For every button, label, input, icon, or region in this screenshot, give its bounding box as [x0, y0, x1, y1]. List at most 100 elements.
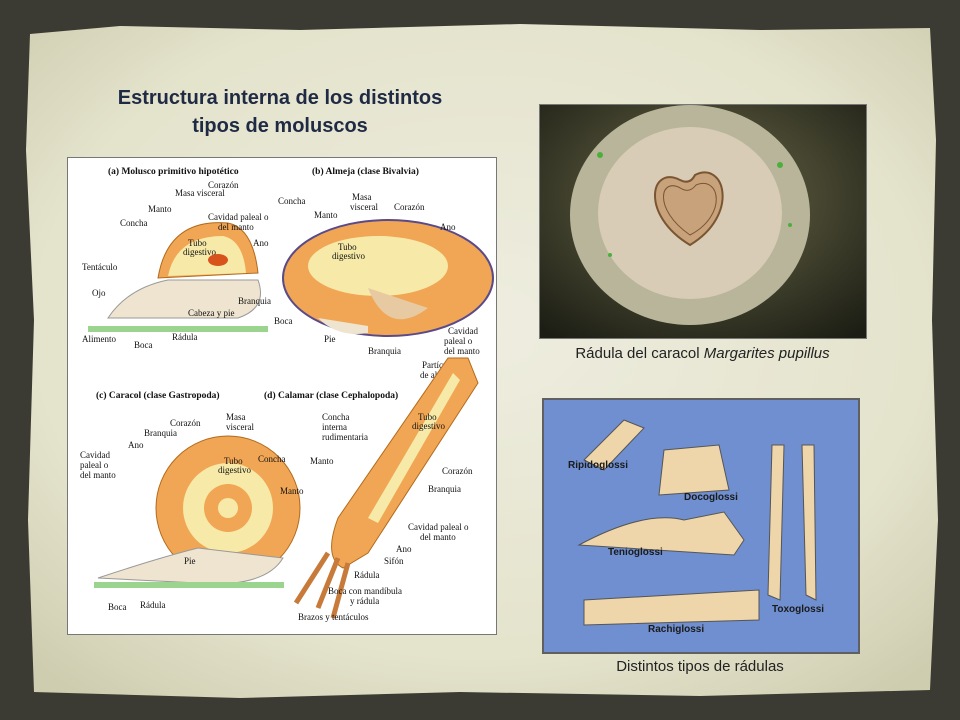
label-paleal-c: paleal o: [80, 460, 109, 470]
label-mandibula-d: y rádula: [350, 596, 379, 606]
panel-c-whorl-3: [218, 498, 238, 518]
mollusc-anatomy-figure: (a) Molusco primitivo hipotético Masa vi…: [67, 157, 497, 635]
anatomy-svg: (a) Molusco primitivo hipotético Masa vi…: [80, 166, 494, 622]
toxoglossi-shape-1: [767, 444, 785, 601]
label-ripidoglossi: Ripidoglossi: [568, 460, 628, 471]
title-line-2: tipos de moluscos: [192, 115, 368, 137]
label-delmanto-d: del manto: [420, 532, 456, 542]
label-concha-b: Concha: [278, 196, 306, 206]
label-tubo-b: Tubo: [338, 242, 357, 252]
label-branquia-c: Branquia: [144, 428, 177, 438]
panel-a-visceral-mass: [168, 236, 246, 276]
radula-photo: [539, 104, 867, 339]
panel-b-foot: [318, 318, 368, 334]
label-cavidad-b: Cavidad: [448, 326, 478, 336]
label-delmanto-b: del manto: [444, 346, 480, 356]
label-rudimentaria-d: rudimentaria: [322, 432, 368, 442]
radula-types-caption: Distintos tipos de rádulas: [616, 658, 784, 675]
panel-b-gills: [368, 288, 428, 320]
label-ano-a: Ano: [253, 238, 269, 248]
rachiglossi-shape: [583, 589, 760, 626]
label-visceral-b: visceral: [350, 202, 378, 212]
label-tubo-c: Tubo: [224, 456, 243, 466]
label-corazon-d: Corazón: [442, 466, 473, 476]
photo-caption-species: Margarites pupillus: [703, 345, 830, 362]
panel-a-ground: [88, 326, 268, 332]
label-branquia-b: Branquia: [368, 346, 401, 356]
label-interna-d: interna: [322, 422, 347, 432]
label-cavidad-a2: del manto: [218, 222, 254, 232]
label-tubo-d: Tubo: [418, 412, 437, 422]
tenioglossi-shape: [577, 511, 745, 556]
panel-c-ground: [94, 582, 284, 588]
label-manto-c: Manto: [280, 486, 304, 496]
panel-d-internal-shell: [368, 373, 460, 523]
label-tenioglossi: Tenioglossi: [608, 547, 663, 558]
label-toxoglossi: Toxoglossi: [772, 604, 824, 615]
label-digestivo-d: digestivo: [412, 421, 445, 431]
radula-types-svg: Ripidoglossi Docoglossi Tenioglossi Toxo…: [568, 419, 824, 635]
label-concha-c: Concha: [258, 454, 286, 464]
label-ano-b: Ano: [440, 222, 456, 232]
toxoglossi-shape-2: [801, 444, 817, 601]
label-radula-c: Rádula: [140, 600, 166, 610]
label-masa-visceral-a: Masa visceral: [175, 188, 225, 198]
label-particulas-b: Partículas: [422, 360, 458, 370]
label-corazon-c: Corazón: [170, 418, 201, 428]
label-masa-b: Masa: [352, 192, 372, 202]
label-tentaculo-a: Tentáculo: [82, 262, 118, 272]
photo-caption-prefix: Rádula del caracol: [575, 345, 704, 362]
panel-d-title: (d) Calamar (clase Cephalopoda): [264, 390, 398, 401]
label-pie-b: Pie: [324, 334, 336, 344]
label-cavidad-c: Cavidad: [80, 450, 110, 460]
label-docoglossi: Docoglossi: [684, 492, 738, 503]
label-brazos-d: Brazos y tentáculos: [298, 612, 369, 622]
panel-b-title: (b) Almeja (clase Bivalvia): [312, 166, 419, 177]
label-manto-a: Manto: [148, 204, 172, 214]
title-line-1: Estructura interna de los distintos: [117, 87, 443, 109]
label-branquia-a: Branquia: [238, 296, 271, 306]
label-boca-a: Boca: [134, 340, 153, 350]
label-boca-c: Boca: [108, 602, 127, 612]
docoglossi-shape: [658, 444, 730, 496]
label-ano-c: Ano: [128, 440, 144, 450]
label-digestivo-c: digestivo: [218, 465, 251, 475]
panel-a-foot: [107, 279, 261, 319]
panel-c-title: (c) Caracol (clase Gastropoda): [96, 390, 220, 401]
panel-a-title: (a) Molusco primitivo hipotético: [108, 166, 239, 177]
label-rachiglossi: Rachiglossi: [648, 624, 704, 635]
label-cabeza-pie-a: Cabeza y pie: [188, 308, 234, 318]
label-corazon-a: Corazón: [208, 180, 239, 190]
radula-photo-svg: [540, 105, 866, 338]
label-manto-d: Manto: [310, 456, 334, 466]
label-radula-d: Rádula: [354, 570, 380, 580]
label-boca-d: Boca con mandíbula: [328, 586, 402, 596]
ripidoglossi-shape: [583, 419, 645, 471]
label-pie-c: Pie: [184, 556, 196, 566]
label-radula-a: Rádula: [172, 332, 198, 342]
label-tubo-a: Tubo: [188, 238, 207, 248]
radula-types-figure: Ripidoglossi Docoglossi Tenioglossi Toxo…: [542, 398, 860, 654]
label-ojo-a: Ojo: [92, 288, 106, 298]
label-concha-d: Concha: [322, 412, 350, 422]
label-masa-c: Masa: [226, 412, 246, 422]
label-digestivo-a: digestivo: [183, 247, 216, 257]
label-digestivo-b: digestivo: [332, 251, 365, 261]
label-concha-a: Concha: [120, 218, 148, 228]
panel-c-foot: [97, 547, 284, 585]
label-delmanto-c: del manto: [80, 470, 116, 480]
label-paleal-b: paleal o: [444, 336, 473, 346]
panel-b-visceral: [308, 236, 448, 296]
slide-title: Estructura interna de los distintos tipo…: [70, 84, 490, 140]
label-sifon-d: Sifón: [384, 556, 404, 566]
panel-d-arms: [293, 551, 351, 619]
panel-a-heart: [208, 254, 228, 266]
label-corazon-b: Corazón: [394, 202, 425, 212]
label-alimento-a: Alimento: [82, 334, 116, 344]
label-boca-b: Boca: [274, 316, 293, 326]
label-manto-b: Manto: [314, 210, 338, 220]
label-cavidad-a: Cavidad paleal o: [208, 212, 269, 222]
label-ano-d: Ano: [396, 544, 412, 554]
label-cavidad-d: Cavidad paleal o: [408, 522, 469, 532]
label-visceral-c: visceral: [226, 422, 254, 432]
